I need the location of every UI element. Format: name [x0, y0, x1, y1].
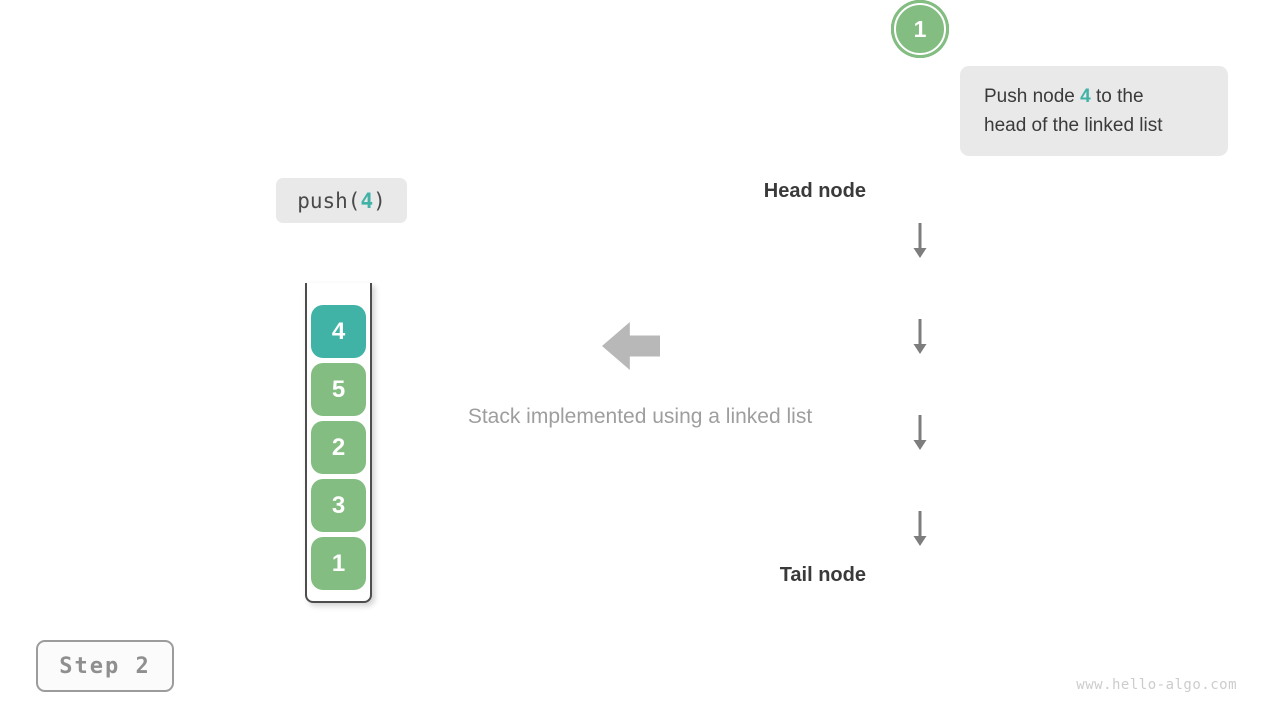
step-badge: Step 2 [36, 640, 174, 692]
annotation-text: Push node [984, 86, 1081, 107]
tail-node-label: Tail node [779, 564, 866, 586]
stack-item-2: 2 [311, 421, 366, 474]
annotation-line-2: head of the linked list [984, 115, 1163, 136]
stack-container: 4 5 2 3 1 [305, 283, 372, 603]
stack-item-value: 1 [331, 549, 346, 577]
down-arrow-icon [913, 223, 927, 258]
annotation-box: Push node 4 to the head of the linked li… [960, 66, 1228, 156]
head-node-label: Head node [763, 180, 866, 202]
stack-item-value: 4 [331, 317, 346, 345]
stack-item-4: 4 [311, 305, 366, 358]
step-label: Step 2 [59, 653, 151, 679]
stack-item-value: 2 [331, 433, 346, 461]
annotation-highlight-value: 4 [1080, 86, 1091, 107]
push-operation-label: push(4) [276, 178, 407, 223]
list-node-value: 1 [913, 15, 927, 42]
stack-item-1: 1 [311, 537, 366, 590]
diagram-caption: Stack implemented using a linked list [467, 405, 813, 428]
down-arrow-icon [913, 319, 927, 354]
watermark: www.hello-algo.com [1076, 677, 1237, 693]
stack-item-value: 3 [331, 491, 346, 519]
down-arrow-icon [913, 511, 927, 546]
operation-text: ) [373, 188, 386, 213]
operation-arg-value: 4 [360, 188, 374, 213]
stack-item-5: 5 [311, 363, 366, 416]
left-block-arrow-icon [602, 322, 660, 370]
stack-item-value: 5 [331, 375, 346, 403]
list-node-1: 1 [891, 0, 949, 58]
stack-item-3: 3 [311, 479, 366, 532]
operation-text: push( [297, 188, 361, 213]
annotation-line-1: Push node 4 to the [984, 82, 1210, 111]
annotation-text: to the [1090, 86, 1144, 107]
